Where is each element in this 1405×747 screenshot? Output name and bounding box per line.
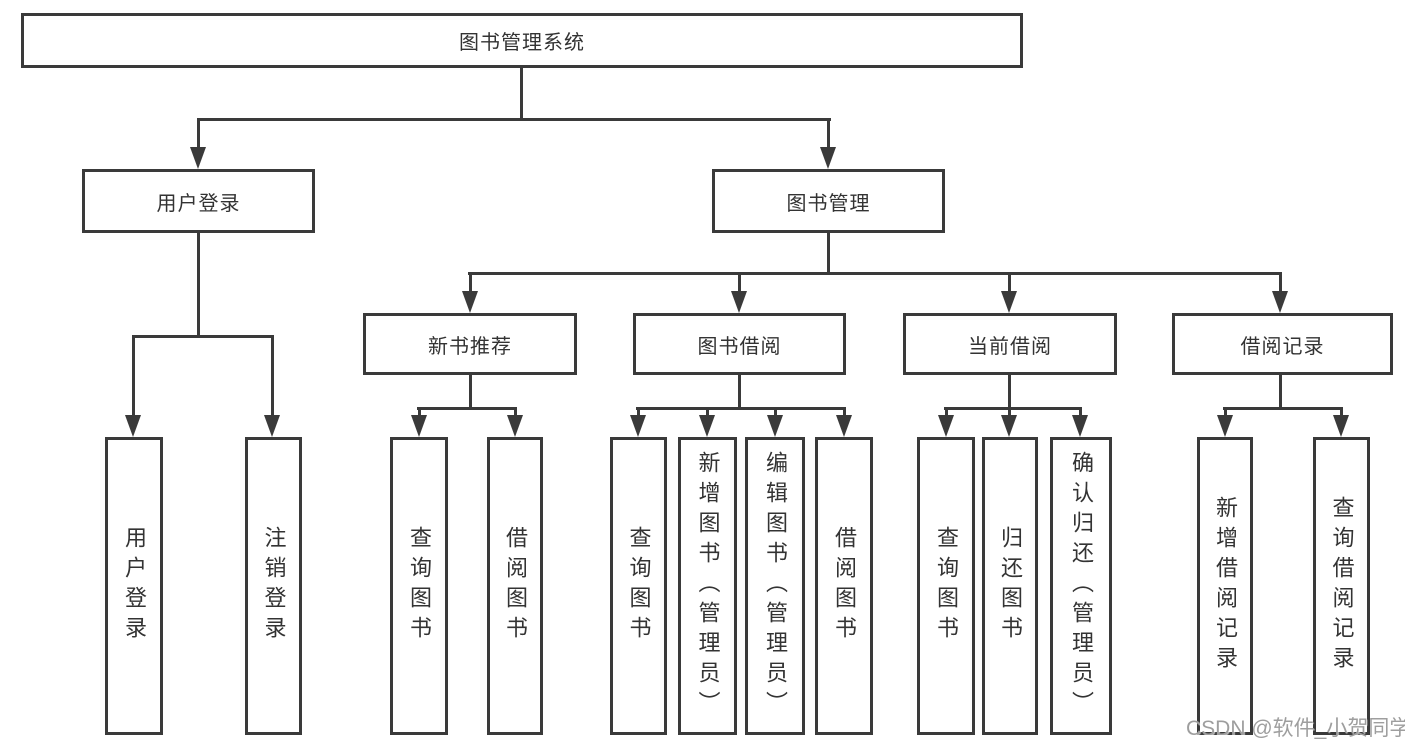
arrow-down-g4-add-record bbox=[1217, 415, 1233, 437]
connector-g1-bar bbox=[417, 407, 517, 410]
connector-book-management-bar bbox=[468, 272, 1282, 275]
connector-g2-bar bbox=[636, 407, 846, 410]
connector-g2-drop-2 bbox=[706, 407, 709, 417]
arrow-down-g2-add-books bbox=[699, 415, 715, 437]
node-borrowing-records: 借阅记录 bbox=[1172, 313, 1393, 375]
arrow-down-g1-query-books bbox=[411, 415, 427, 437]
connector-user-login-bar bbox=[132, 335, 274, 338]
connector-drop-logout-leaf bbox=[271, 335, 274, 416]
connector-g4-drop-1 bbox=[1224, 407, 1227, 417]
node-leaf-user-login: 用户登录 bbox=[105, 437, 163, 735]
connector-drop-new-books bbox=[469, 272, 472, 293]
arrow-down-new-books bbox=[462, 291, 478, 313]
arrow-down-g2-borrow-books bbox=[836, 415, 852, 437]
node-leaf-g2-query-books: 查询图书 bbox=[610, 437, 667, 735]
node-leaf-g2-edit-books-admin: 编辑图书（管理员） bbox=[745, 437, 805, 735]
connector-g1-drop-2 bbox=[514, 407, 517, 417]
connector-g2-drop-3 bbox=[774, 407, 777, 417]
node-leaf-g2-borrow-books: 借阅图书 bbox=[815, 437, 873, 735]
connector-book-management-stem bbox=[827, 233, 830, 275]
connector-user-login-stem bbox=[197, 233, 200, 338]
connector-drop-borrow-records bbox=[1279, 272, 1282, 293]
node-user-login: 用户登录 bbox=[82, 169, 315, 233]
leaf-label: 查询借阅记录 bbox=[1329, 496, 1355, 676]
connector-g2-stem bbox=[738, 375, 741, 409]
connector-g3-bar bbox=[944, 407, 1082, 410]
node-book-management: 图书管理 bbox=[712, 169, 945, 233]
node-new-book-recommendation: 新书推荐 bbox=[363, 313, 577, 375]
connector-g3-drop-3 bbox=[1079, 407, 1082, 417]
node-leaf-g1-query-books: 查询图书 bbox=[390, 437, 448, 735]
node-book-borrowing: 图书借阅 bbox=[633, 313, 846, 375]
connector-g1-drop-1 bbox=[418, 407, 421, 417]
node-current-borrowing: 当前借阅 bbox=[903, 313, 1117, 375]
leaf-label: 借阅图书 bbox=[503, 526, 528, 646]
leaf-label: 用户登录 bbox=[122, 526, 147, 646]
arrow-down-book-borrow bbox=[731, 291, 747, 313]
leaf-label: 查询图书 bbox=[934, 526, 959, 646]
arrow-down-g3-confirm-return bbox=[1072, 415, 1088, 437]
node-leaf-g4-add-borrow-record: 新增借阅记录 bbox=[1197, 437, 1253, 735]
node-leaf-logout: 注销登录 bbox=[245, 437, 302, 735]
csdn-watermark: CSDN @软件_小贺同学 bbox=[1186, 717, 1405, 740]
connector-g4-stem bbox=[1279, 375, 1282, 409]
arrow-down-g2-query-books bbox=[630, 415, 646, 437]
connector-g2-drop-1 bbox=[637, 407, 640, 417]
node-leaf-g4-query-borrow-record: 查询借阅记录 bbox=[1313, 437, 1370, 735]
arrow-down-logout-leaf bbox=[264, 415, 280, 437]
arrow-down-g2-edit-books bbox=[767, 415, 783, 437]
arrow-down-g4-query-record bbox=[1333, 415, 1349, 437]
connector-g3-drop-1 bbox=[945, 407, 948, 417]
connector-drop-current-borrow bbox=[1008, 272, 1011, 293]
arrow-down-g3-return-books bbox=[1001, 415, 1017, 437]
connector-drop-user-login bbox=[197, 118, 200, 149]
leaf-label: 新增借阅记录 bbox=[1213, 496, 1238, 676]
arrow-down-book-management bbox=[820, 147, 836, 169]
leaf-label: 新增图书（管理员） bbox=[695, 451, 721, 721]
leaf-label: 注销登录 bbox=[261, 526, 287, 646]
arrow-down-g3-query-books bbox=[938, 415, 954, 437]
connector-g4-drop-2 bbox=[1340, 407, 1343, 417]
node-leaf-g1-borrow-books: 借阅图书 bbox=[487, 437, 543, 735]
connector-g2-drop-4 bbox=[843, 407, 846, 417]
arrow-down-login-leaf bbox=[125, 415, 141, 437]
connector-drop-login-leaf bbox=[132, 335, 135, 416]
connector-g3-stem bbox=[1008, 375, 1011, 409]
leaf-label: 归还图书 bbox=[998, 526, 1023, 646]
node-leaf-g3-query-books: 查询图书 bbox=[917, 437, 975, 735]
connector-g4-bar bbox=[1223, 407, 1343, 410]
leaf-label: 查询图书 bbox=[407, 526, 432, 646]
leaf-label: 编辑图书（管理员） bbox=[763, 451, 788, 721]
node-leaf-g3-return-books: 归还图书 bbox=[982, 437, 1038, 735]
connector-drop-book-management bbox=[827, 118, 830, 149]
leaf-label: 确认归还（管理员） bbox=[1069, 451, 1094, 721]
leaf-label: 借阅图书 bbox=[832, 526, 857, 646]
connector-drop-book-borrow bbox=[738, 272, 741, 293]
node-leaf-g2-add-books-admin: 新增图书（管理员） bbox=[678, 437, 737, 735]
arrow-down-user-login bbox=[190, 147, 206, 169]
arrow-down-current-borrow bbox=[1001, 291, 1017, 313]
node-leaf-g3-confirm-return-admin: 确认归还（管理员） bbox=[1050, 437, 1112, 735]
node-library-management-system: 图书管理系统 bbox=[21, 13, 1023, 68]
connector-g3-drop-2 bbox=[1008, 407, 1011, 417]
arrow-down-borrow-records bbox=[1272, 291, 1288, 313]
connector-root-bar bbox=[197, 118, 831, 121]
leaf-label: 查询图书 bbox=[626, 526, 652, 646]
connector-g1-stem bbox=[469, 375, 472, 409]
connector-root-stem bbox=[520, 68, 523, 119]
arrow-down-g1-borrow-books bbox=[507, 415, 523, 437]
